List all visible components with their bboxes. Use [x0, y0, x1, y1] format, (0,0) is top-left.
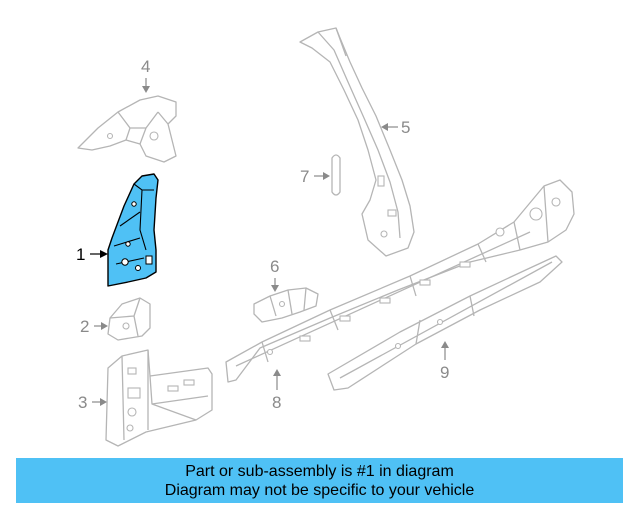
- part-1-highlighted-pillar: [107, 173, 159, 287]
- callout-1: 1: [76, 245, 108, 264]
- part-9-lower-sill: [327, 255, 563, 391]
- part-7-plug: [331, 154, 341, 196]
- part-2-small-bracket: [107, 297, 151, 341]
- svg-text:9: 9: [440, 363, 449, 382]
- svg-text:6: 6: [270, 257, 279, 276]
- svg-text:4: 4: [141, 57, 150, 76]
- svg-text:2: 2: [80, 317, 89, 336]
- svg-text:7: 7: [300, 167, 309, 186]
- part-4-upper-bracket: [77, 95, 177, 163]
- callout-5: 5: [381, 118, 410, 137]
- callout-8: 8: [272, 369, 281, 412]
- callout-7: 7: [300, 167, 330, 186]
- svg-text:5: 5: [401, 118, 410, 137]
- callout-3: 3: [78, 393, 107, 412]
- callout-6: 6: [270, 257, 279, 292]
- callout-9: 9: [440, 341, 449, 382]
- callout-2: 2: [80, 317, 108, 336]
- part-6-small-bracket: [253, 287, 319, 323]
- svg-text:1: 1: [76, 245, 85, 264]
- part-3-lower-pillar: [105, 349, 213, 447]
- callout-4: 4: [141, 57, 150, 93]
- svg-text:3: 3: [78, 393, 87, 412]
- svg-text:8: 8: [272, 393, 281, 412]
- banner-line-2: Diagram may not be specific to your vehi…: [164, 481, 475, 499]
- part-5-b-pillar: [299, 27, 415, 257]
- info-banner: Part or sub-assembly is #1 in diagram Di…: [16, 458, 623, 503]
- part-8-rocker-panel: [225, 179, 575, 383]
- banner-line-1: Part or sub-assembly is #1 in diagram: [185, 462, 454, 480]
